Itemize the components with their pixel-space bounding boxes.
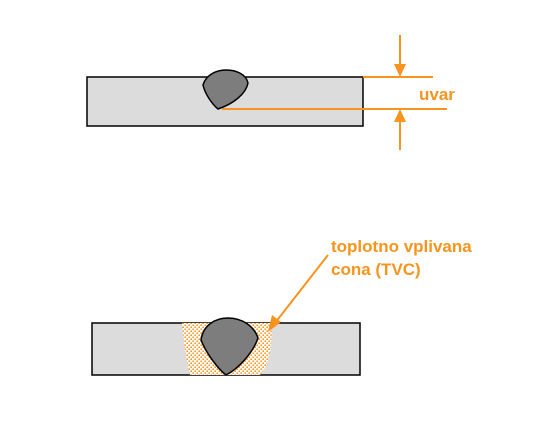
bottom-weld-bead (200, 317, 259, 376)
haz-label-line2: cona (TVC) (331, 260, 421, 279)
penetration-arrow-top-head (394, 64, 406, 77)
haz-leader-line (274, 254, 329, 324)
haz-label-line1: toplotno vplivana (331, 237, 472, 256)
penetration-label: uvar (419, 85, 455, 104)
haz-leader-arrowhead (268, 315, 281, 332)
top-weld-bead (202, 69, 249, 110)
haz-figure: toplotno vplivana cona (TVC) (91, 237, 472, 376)
penetration-figure: uvar (86, 35, 455, 150)
penetration-arrow-bottom-head (394, 109, 406, 122)
